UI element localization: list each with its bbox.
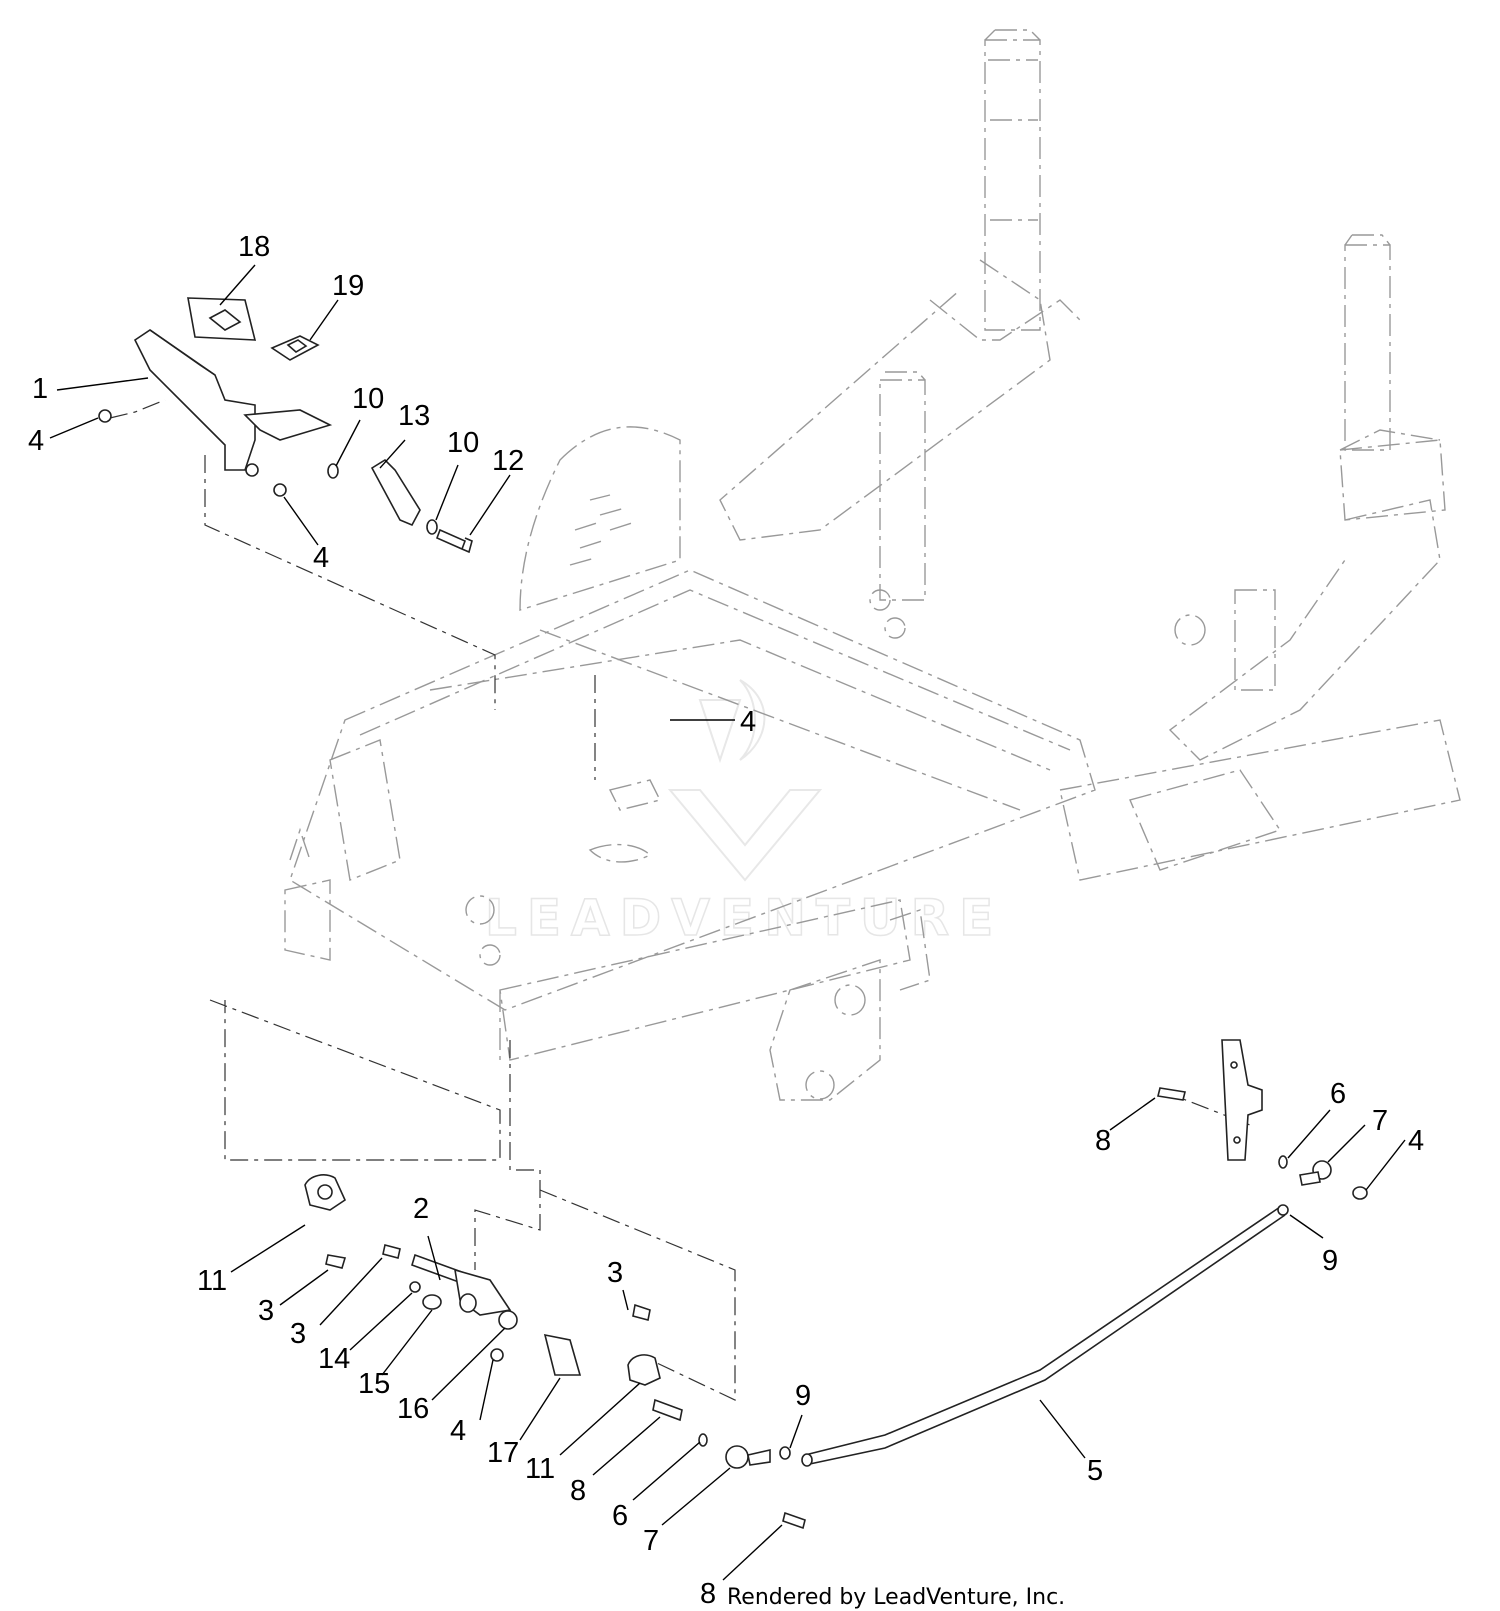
callout-5: 5 [1087,1455,1103,1487]
mower-frame [284,29,1461,1101]
callout-2: 2 [413,1193,429,1225]
callout-7: 7 [643,1525,659,1557]
callout-7: 7 [1372,1105,1388,1137]
callout-11: 11 [525,1453,555,1485]
callout-11: 11 [197,1265,227,1297]
callout-18: 18 [238,231,270,263]
rod-5 [801,1204,1289,1467]
callout-4: 4 [740,706,756,738]
callout-14: 14 [318,1343,350,1375]
leader-lines [49,264,1406,1581]
callout-10: 10 [447,427,479,459]
pedal-assembly [98,297,473,554]
callout-4: 4 [1408,1125,1424,1157]
clip-13 [370,458,421,527]
pivot-bracket [1221,1039,1263,1161]
watermark-text: LEADVENTURE [485,889,1003,947]
callout-9: 9 [795,1380,811,1412]
bolt-12 [435,528,473,554]
callout-labels: 18 19 1 4 10 13 10 12 4 4 2 11 3 3 14 15… [28,231,1424,1610]
callout-8: 8 [570,1475,586,1507]
pivot-assembly [1157,1039,1368,1200]
callout-8: 8 [1095,1125,1111,1157]
callout-4: 4 [28,425,44,457]
foot-pedal [133,329,256,471]
callout-4: 4 [313,542,329,574]
leadventure-watermark: LEADVENTURE [484,679,1003,948]
callout-16: 16 [397,1393,429,1425]
callout-4: 4 [450,1415,466,1447]
callout-8: 8 [700,1578,716,1610]
callout-17: 17 [487,1437,519,1469]
callout-12: 12 [492,445,524,477]
callout-1: 1 [32,373,48,405]
linkage-assembly [304,1174,806,1530]
callout-9: 9 [1322,1245,1338,1277]
callout-3: 3 [258,1295,274,1327]
callout-3: 3 [290,1318,306,1350]
callout-6: 6 [1330,1078,1346,1110]
callout-3: 3 [607,1257,623,1289]
plate-slots [569,494,636,566]
callout-10: 10 [352,383,384,415]
callout-19: 19 [332,270,364,302]
callout-15: 15 [358,1368,390,1400]
callout-6: 6 [612,1500,628,1532]
bracket-11-right [627,1354,661,1386]
footer-credit: Rendered by LeadVenture, Inc. [727,1585,1065,1610]
callout-13: 13 [398,400,430,432]
